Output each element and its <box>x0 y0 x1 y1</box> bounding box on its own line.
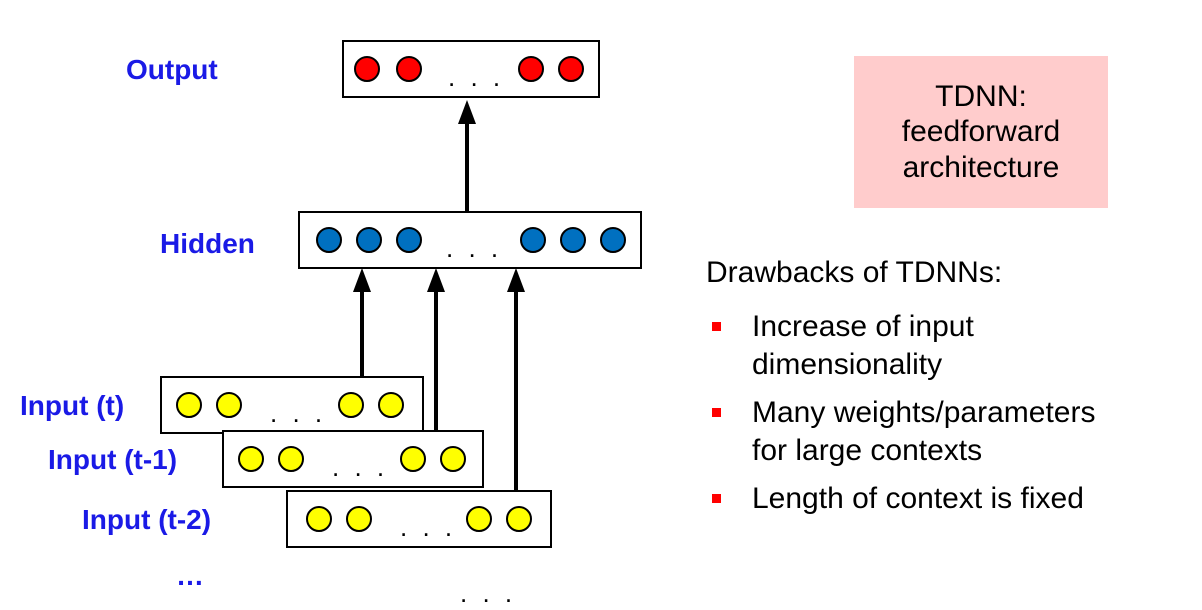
hidden-layer-box: . . . <box>298 211 642 269</box>
arrowhead-hidden-1 <box>353 268 371 292</box>
hidden-node <box>316 227 342 253</box>
callout-line: architecture <box>902 150 1060 184</box>
hidden-label: Hidden <box>160 228 255 259</box>
input-t1-ellipsis: . . . <box>332 452 389 482</box>
drawback-item: Length of context is fixed <box>706 480 1095 518</box>
input-t2-node <box>306 506 332 532</box>
more-inputs-ellipsis: . . . <box>460 578 517 608</box>
output-node <box>396 56 422 82</box>
input-t-ellipsis: . . . <box>270 398 327 428</box>
output-label: Output <box>126 54 218 85</box>
input-t2-node <box>466 506 492 532</box>
input-t1-layer-box: . . . <box>222 430 484 488</box>
callout-line: feedforward <box>901 115 1061 149</box>
drawback-text-line: Many weights/parameters <box>752 396 1096 429</box>
output-node <box>518 56 544 82</box>
arrowhead-hidden-3 <box>507 268 525 292</box>
drawback-text-line: for large contexts <box>752 434 983 467</box>
drawback-item: Many weights/parameters for large contex… <box>706 394 1095 470</box>
hidden-node <box>560 227 586 253</box>
input-t1-node <box>278 446 304 472</box>
arrowhead-hidden-2 <box>427 268 445 292</box>
input-t2-node <box>506 506 532 532</box>
hidden-node <box>356 227 382 253</box>
input-t-layer-box: . . . <box>160 376 424 434</box>
input-t2-node <box>346 506 372 532</box>
input-t-label: Input (t) <box>20 390 125 421</box>
bullet-square-icon <box>712 322 721 331</box>
drawbacks-list: Increase of input dimensionality Many we… <box>706 308 1095 528</box>
input-t2-label: Input (t-2) <box>82 504 212 535</box>
input-t-node <box>378 392 404 418</box>
callout-line: TDNN: <box>935 80 1027 114</box>
input-t1-node <box>400 446 426 472</box>
hidden-ellipsis: . . . <box>446 233 503 263</box>
drawbacks-heading: Drawbacks of TDNNs: <box>706 256 1003 289</box>
bullet-square-icon <box>712 408 721 417</box>
drawback-text-line: Length of context is fixed <box>752 482 1084 515</box>
input-t-node <box>216 392 242 418</box>
drawback-item: Increase of input dimensionality <box>706 308 1095 384</box>
input-t1-node <box>440 446 466 472</box>
hidden-node <box>520 227 546 253</box>
input-t1-label: Input (t-1) <box>48 444 178 475</box>
hidden-node <box>600 227 626 253</box>
input-t-node <box>176 392 202 418</box>
output-node <box>354 56 380 82</box>
hidden-node <box>396 227 422 253</box>
input-t-node <box>338 392 364 418</box>
input-t2-ellipsis: . . . <box>400 512 457 542</box>
output-ellipsis: . . . <box>448 62 505 92</box>
drawback-text-line: Increase of input <box>752 310 974 343</box>
bullet-square-icon <box>712 494 721 503</box>
more-inputs-label: … <box>176 560 204 591</box>
input-t2-layer-box: . . . <box>286 490 552 548</box>
tdnn-callout: TDNN: feedforward architecture <box>854 56 1108 208</box>
drawback-text-line: dimensionality <box>752 348 943 381</box>
output-node <box>558 56 584 82</box>
arrowhead-output <box>458 100 476 124</box>
input-t1-node <box>238 446 264 472</box>
output-layer-box: . . . <box>342 40 600 98</box>
